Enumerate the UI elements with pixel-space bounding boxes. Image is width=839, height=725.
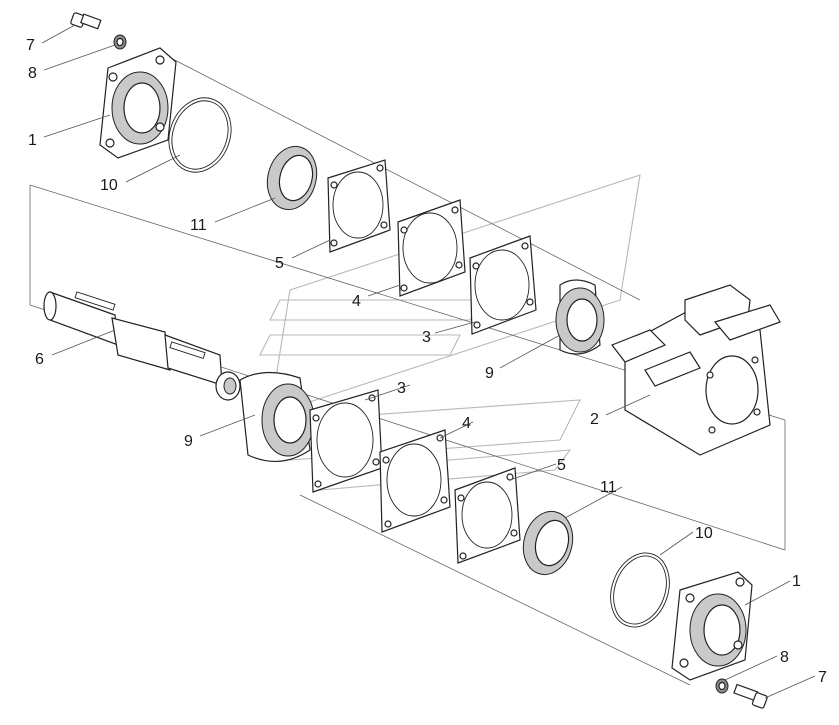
callout-1-top: 1 (28, 132, 37, 149)
seal-top (266, 145, 318, 211)
shaft (43, 291, 241, 401)
callout-10-top: 10 (100, 177, 118, 194)
seal-low (522, 510, 574, 576)
callout-1-low: 1 (792, 573, 801, 590)
assembly-axis-lines (29, 54, 786, 686)
bearing-low (239, 371, 315, 463)
flange-housing-top (99, 47, 177, 159)
callout-8-low: 8 (780, 649, 789, 666)
washer-low (715, 678, 729, 694)
gasket-3-top (469, 235, 537, 335)
bolt-top (70, 12, 102, 30)
gasket-5-low (454, 467, 521, 564)
bolt-low (733, 683, 768, 709)
callout-6: 6 (35, 351, 44, 368)
gasket-4-low (379, 429, 451, 533)
bracket-housing (611, 284, 781, 456)
washer-top (113, 34, 127, 50)
callout-2: 2 (590, 411, 599, 428)
callout-labels: 7 8 1 10 11 5 4 3 6 9 3 9 2 4 5 11 10 1 … (26, 37, 827, 686)
callout-3-top: 3 (422, 329, 431, 346)
callout-9-low: 9 (184, 433, 193, 450)
o-ring-low (610, 552, 670, 628)
gasket-3-low (309, 389, 383, 493)
callout-5-low: 5 (557, 457, 566, 474)
callout-9-top: 9 (485, 365, 494, 382)
o-ring-top (168, 97, 232, 173)
callout-8-top: 8 (28, 65, 37, 82)
callout-7-low: 7 (818, 669, 827, 686)
callout-10-low: 10 (695, 525, 713, 542)
flange-housing-low (671, 571, 753, 681)
leader-lines (41, 24, 816, 699)
callout-5-top: 5 (275, 255, 284, 272)
gasket-5-top (327, 159, 391, 253)
callout-4-low: 4 (462, 415, 471, 432)
bearing-top (555, 279, 605, 355)
callout-11-low: 11 (600, 479, 617, 496)
callout-11-top: 11 (190, 217, 207, 234)
callout-3-mid: 3 (397, 380, 406, 397)
callout-4-top: 4 (352, 293, 361, 310)
callout-7-top: 7 (26, 37, 35, 54)
gasket-4-top (397, 199, 466, 297)
